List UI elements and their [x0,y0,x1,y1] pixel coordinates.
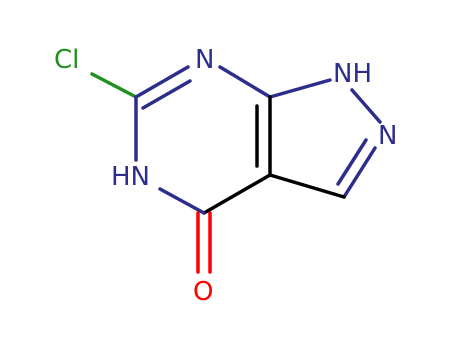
bond-c7a-nh [268,78,332,99]
bond-c3-c3a [268,173,346,199]
atom-n-top: N [195,45,214,75]
atom-nh-right: NH [333,59,372,89]
bond-c3a-c4 [202,173,272,215]
bond-n-c3 [342,146,377,199]
bond-c-n1-double [141,79,192,110]
bond-nh-n [350,88,382,124]
atom-cl: Cl [54,45,79,75]
bond-c4-n5 [158,187,206,215]
bond-cl-c [90,72,138,99]
bond-n1-c7a [218,65,272,99]
bond-n-c3-double [336,138,368,186]
atom-hn-left: HN [111,162,150,192]
atom-n-pyrazole: N [378,121,397,151]
bond-c-n1 [134,65,190,99]
atom-o: O [193,277,213,307]
